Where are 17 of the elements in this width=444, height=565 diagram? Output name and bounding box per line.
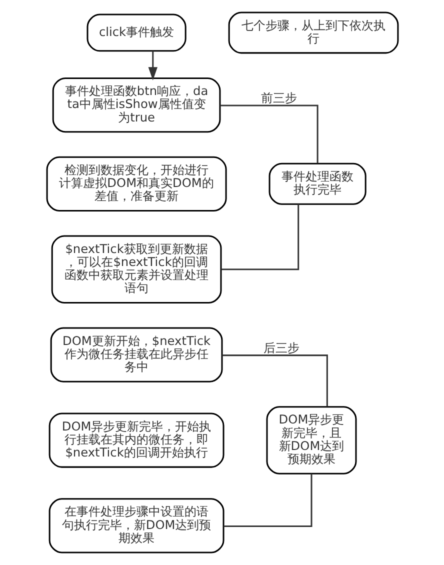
node-box: $nextTick获取到更新数据，可以在$nextTick的回调函数中获取元素并设置处理语句	[50, 235, 222, 304]
node-box: DOM异步更新完毕，且新DOM达到预期效果	[266, 406, 356, 474]
arrow	[148, 50, 157, 80]
connector	[220, 104, 318, 164]
edge-label: 后三步	[263, 340, 300, 355]
node-box: 在事件处理步骤中设置的语句执行完毕，新DOM达到预期效果	[48, 498, 224, 554]
node-box: 七个步骤，从上到下依次执行	[228, 12, 398, 54]
connector	[222, 354, 328, 407]
node-box: DOM异步更新完毕，开始执行挂载在其内的微任务，即$nextTick的回调开始执行	[48, 412, 224, 468]
node-box: DOM更新开始，$nextTick作为微任务挂载在此异步任务中	[50, 327, 222, 382]
connector	[223, 474, 312, 527]
node-box: 事件处理函数btn响应，data中属性isShow属性值变为true	[52, 77, 220, 133]
node-box: click事件触发	[86, 14, 186, 52]
node-box: 检测到数据变化，开始进行计算虚拟DOM和真实DOM的差值，准备更新	[46, 156, 226, 212]
node-box: 事件处理函数执行完毕	[268, 162, 366, 205]
edge-label: 前三步	[260, 91, 297, 106]
connector	[220, 204, 299, 270]
